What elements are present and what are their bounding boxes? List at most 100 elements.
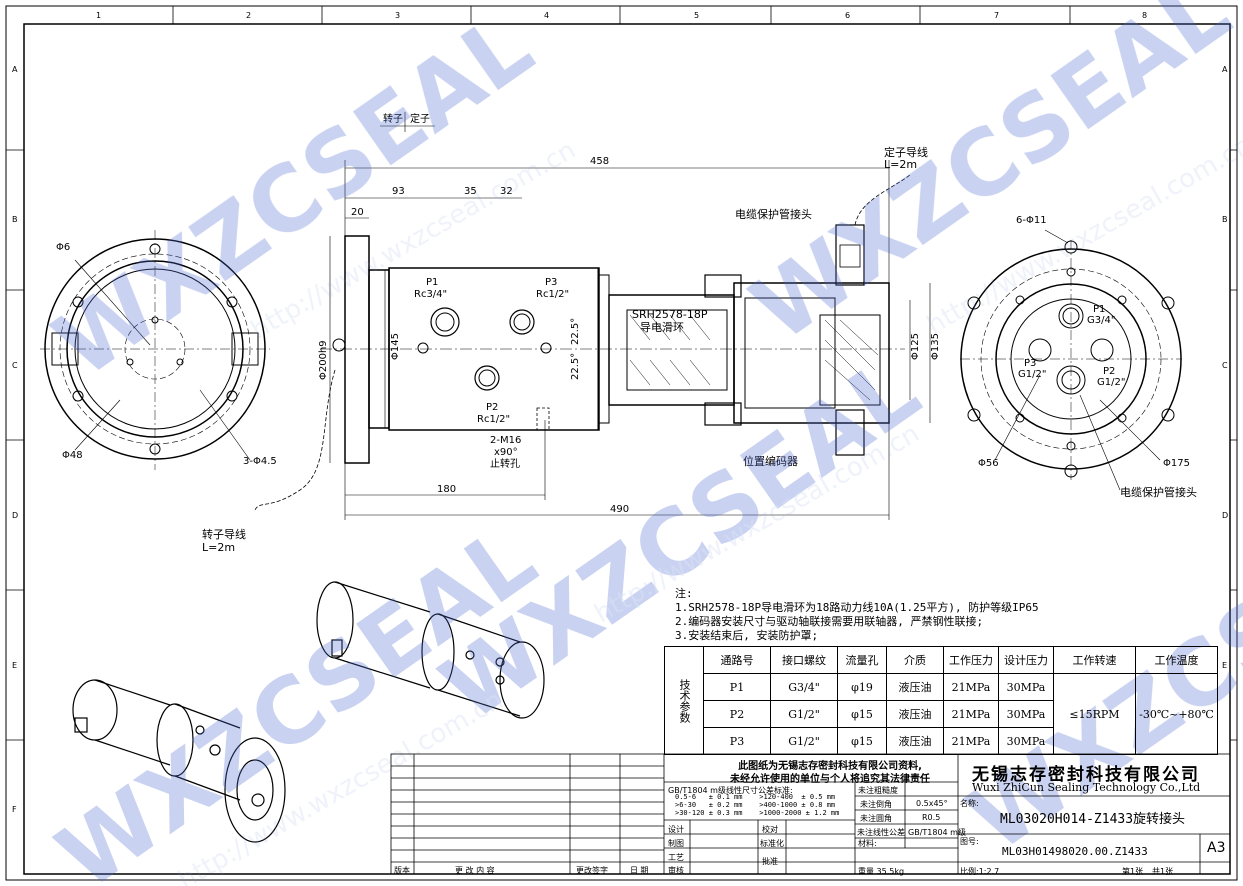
spec-cell: 21MPa (943, 673, 999, 701)
grid-row-c: C (12, 361, 18, 370)
tb-sheet: 第1张 (1122, 867, 1144, 876)
spec-cell: G1/2" (770, 700, 838, 728)
iso-view-upper (316, 581, 545, 719)
company-name-en: Wuxi ZhiCun Sealing Technology Co.,Ltd (972, 781, 1201, 794)
iso-view-lower (72, 679, 286, 843)
dim-20: 20 (351, 207, 364, 218)
spec-speed: ≤15RPM (1053, 673, 1136, 755)
dim-22b: 22.5° (570, 353, 581, 380)
tb-lin-tol-v: GB/T1804 m级 (908, 828, 966, 837)
tol-1: 0.5-6 ± 0.1 mm >120-400 ± 0.5 mm (675, 793, 836, 801)
label-slipring-cn: 导电滑环 (640, 321, 684, 334)
tb-rev-sign: 更改签字 (576, 866, 608, 875)
tb-chamfer-v: 0.5x45° (916, 799, 948, 808)
dim-holes3: 3-Φ4.5 (243, 456, 277, 467)
spec-cell: 液压油 (886, 727, 944, 755)
notes-block: 注: 1.SRH2578-18P导电滑环为18路动力线10A(1.25平方), … (675, 587, 1039, 643)
tb-scale: 比例:1:2.7 (960, 867, 1000, 876)
dim-458: 458 (590, 156, 609, 167)
tb-draw: 制图 (668, 839, 684, 848)
tol-3: >30-120 ± 0.3 mm >1000-2000 ± 1.2 mm (675, 809, 840, 817)
tb-design: 设计 (668, 825, 684, 834)
spec-side-label: 技术参数 (664, 646, 704, 755)
label-m16c: 止转孔 (490, 457, 520, 470)
grid-col-4: 4 (544, 11, 549, 20)
spec-cell: 30MPa (998, 673, 1054, 701)
notes-head: 注: (675, 587, 693, 600)
tb-fillet: 未注圆角 (860, 814, 892, 823)
label-p1: P1 (426, 277, 438, 288)
spec-cell: 21MPa (943, 700, 999, 728)
grid-row-e: E (12, 661, 17, 670)
dim-22a: 22.5° (570, 318, 581, 345)
tb-check: 校对 (762, 825, 778, 834)
spec-cell: P1 (703, 673, 771, 701)
spec-header-3: 介质 (886, 646, 944, 674)
label-rp1: P1 (1093, 304, 1105, 315)
grid-row-e-right: E (1222, 661, 1227, 670)
dim-holes6: 6-Φ11 (1016, 215, 1047, 226)
dim-145: Φ145 (390, 333, 401, 360)
tb-approve: 批准 (762, 857, 778, 866)
label-m16: 2-M16 (490, 435, 521, 446)
grid-row-a-right: A (1222, 65, 1228, 74)
company-name: 无锡志存密封科技有限公司 (972, 765, 1200, 785)
tb-rev-content: 更 改 内 容 (455, 866, 495, 875)
spec-header-1: 接口螺纹 (770, 646, 838, 674)
tb-rev-date: 日 期 (630, 866, 649, 875)
label-rp2t: G1/2" (1097, 377, 1125, 388)
grid-col-2: 2 (246, 11, 251, 20)
label-rotor-lead: 转子导线 (202, 527, 246, 541)
tb-lin-tol: 未注线性公差 (857, 828, 905, 837)
spec-cell: G3/4" (770, 673, 838, 701)
spec-table: 技术参数 通路号 接口螺纹 流量孔 介质 工作压力 设计压力 工作转速 工作温度… (664, 646, 1218, 755)
copyright-warning: 此图纸为无锡志存密封科技有限公司资料, 未经允许使用的单位与个人将追究其法律责任 (690, 760, 970, 786)
label-p2: P2 (486, 402, 498, 413)
grid-row-c-right: C (1222, 361, 1228, 370)
grid-col-1: 1 (96, 11, 101, 20)
spec-cell: 液压油 (886, 673, 944, 701)
note-1: 1.SRH2578-18P导电滑环为18路动力线10A(1.25平方), 防护等… (675, 601, 1039, 614)
drawing-number: ML03H01498020.00.Z1433 (1002, 845, 1148, 858)
spec-header-6: 工作转速 (1053, 646, 1136, 674)
dim-32: 32 (500, 186, 513, 197)
dim-d6: Φ6 (56, 242, 70, 253)
grid-row-a: A (12, 65, 18, 74)
note-3: 3.安装结束后, 安装防护罩; (675, 629, 819, 642)
warning-line-1: 此图纸为无锡志存密封科技有限公司资料, (738, 761, 922, 772)
dim-125: Φ125 (910, 333, 921, 360)
label-rotor-lead-len: L=2m (202, 541, 235, 554)
note-2: 2.编码器安装尺寸与驱动轴联接需要用联轴器, 严禁钢性联接; (675, 615, 984, 628)
grid-row-d: D (12, 511, 18, 520)
spec-cell: 30MPa (998, 700, 1054, 728)
warning-line-2: 未经允许使用的单位与个人将追究其法律责任 (730, 774, 930, 785)
spec-header-7: 工作温度 (1135, 646, 1218, 674)
spec-cell: G1/2" (770, 727, 838, 755)
label-p1-thread: Rc3/4" (414, 289, 447, 300)
label-p2-thread: Rc1/2" (477, 414, 510, 425)
grid-col-8: 8 (1142, 11, 1147, 20)
dim-93: 93 (392, 186, 405, 197)
dim-180: 180 (437, 484, 456, 495)
tol-2: >6-30 ± 0.2 mm >400-1000 ± 0.8 mm (675, 801, 836, 809)
spec-cell: P3 (703, 727, 771, 755)
tb-review: 审核 (668, 866, 684, 875)
label-stator: 定子 (410, 112, 430, 125)
spec-cell: φ19 (837, 673, 887, 701)
grid-col-5: 5 (694, 11, 699, 20)
grid-col-7: 7 (994, 11, 999, 20)
left-end-view (40, 230, 270, 470)
spec-header-4: 工作压力 (943, 646, 999, 674)
right-end-view (960, 229, 1182, 491)
tb-rough: 未注粗糙度 (858, 786, 898, 795)
dim-490: 490 (610, 504, 629, 515)
dim-135: Φ135 (930, 333, 941, 360)
label-p3: P3 (545, 277, 557, 288)
label-rp3: P3 (1024, 358, 1036, 369)
label-stator-lead-len: L=2m (884, 158, 917, 171)
dim-d48: Φ48 (62, 450, 83, 461)
sheet-size: A3 (1207, 840, 1226, 856)
tb-total: 共1张 (1152, 867, 1174, 876)
label-rp3t: G1/2" (1018, 369, 1046, 380)
